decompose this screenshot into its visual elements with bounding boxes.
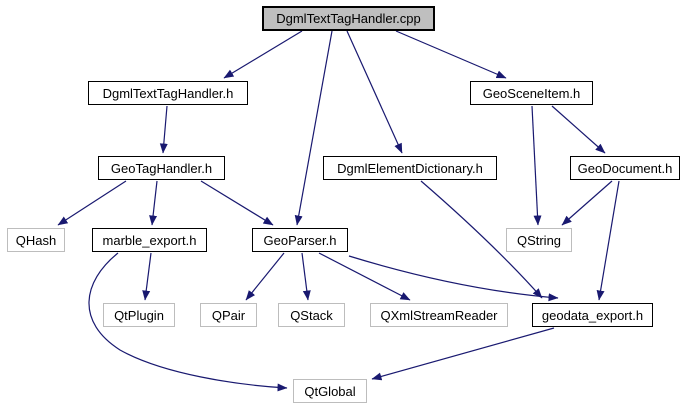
node-geodata-export-h[interactable]: geodata_export.h (532, 303, 653, 327)
node-DgmlElementDictionary-h[interactable]: DgmlElementDictionary.h (323, 156, 497, 180)
edge-DgmlElementDictionary_h-geodata_export_h (420, 180, 543, 299)
edge-DgmlTextTagHandler_cpp-DgmlElementDictionary_h (346, 30, 403, 154)
node-QtGlobal: QtGlobal (293, 379, 367, 403)
node-QStack: QStack (278, 303, 345, 327)
node-GeoDocument-h[interactable]: GeoDocument.h (570, 156, 680, 180)
node-QXmlStreamReader: QXmlStreamReader (370, 303, 508, 327)
edge-GeoTagHandler_h-marble_export_h (149, 180, 158, 226)
edge-DgmlTextTagHandler_cpp-DgmlTextTagHandler_h (223, 30, 303, 79)
edge-GeoTagHandler_h-QHash (57, 180, 127, 226)
edge-DgmlTextTagHandler_cpp-GeoParser_h (294, 30, 333, 226)
edge-DgmlTextTagHandler_cpp-GeoSceneItem_h (395, 30, 507, 79)
node-GeoTagHandler-h[interactable]: GeoTagHandler.h (98, 156, 225, 180)
node-QString: QString (506, 228, 572, 252)
edge-GeoDocument_h-geodata_export_h (596, 180, 620, 301)
edge-GeoParser_h-QStack (301, 252, 311, 301)
edge-GeoParser_h-QPair (245, 252, 285, 301)
edge-marble_export_h-QtPlugin (142, 252, 152, 301)
node-QHash: QHash (7, 228, 65, 252)
edge-GeoDocument_h-QString (561, 180, 613, 226)
node-DgmlTextTagHandler-cpp: DgmlTextTagHandler.cpp (262, 6, 435, 31)
node-QtPlugin: QtPlugin (103, 303, 175, 327)
edge-GeoTagHandler_h-GeoParser_h (200, 180, 274, 226)
node-GeoParser-h[interactable]: GeoParser.h (252, 228, 348, 252)
edge-GeoParser_h-geodata_export_h (348, 255, 559, 302)
edge-GeoParser_h-QXmlStreamReader (318, 252, 411, 301)
edge-DgmlTextTagHandler_h-GeoTagHandler_h (159, 105, 168, 154)
node-GeoSceneItem-h[interactable]: GeoSceneItem.h (470, 81, 593, 105)
edge-GeoSceneItem_h-QString (531, 105, 542, 226)
node-QPair: QPair (200, 303, 257, 327)
edge-marble_export_h-QtGlobal (88, 252, 288, 392)
edge-geodata_export_h-QtGlobal (371, 327, 555, 381)
edge-GeoSceneItem_h-GeoDocument_h (551, 105, 606, 154)
node-DgmlTextTagHandler-h[interactable]: DgmlTextTagHandler.h (88, 81, 248, 105)
node-marble-export-h[interactable]: marble_export.h (92, 228, 207, 252)
